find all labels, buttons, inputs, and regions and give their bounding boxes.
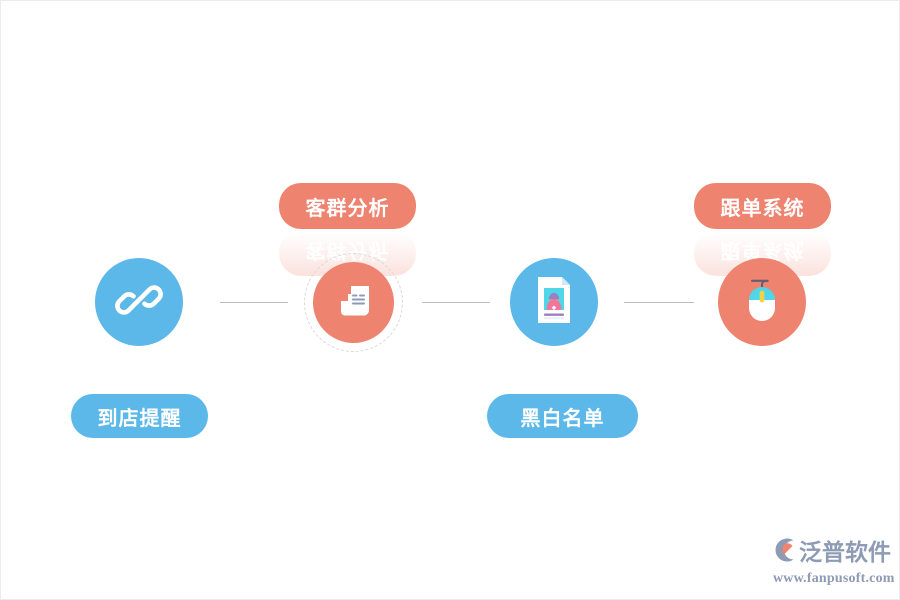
- watermark-brand-row: 泛普软件: [773, 537, 891, 568]
- badge-daodian-tixing[interactable]: 到店提醒: [71, 394, 208, 438]
- connector-line-2: [422, 302, 490, 303]
- watermark-url: www.fanpusoft.com: [773, 571, 895, 586]
- connector-line-1: [220, 302, 288, 303]
- scroll-document-icon: [331, 277, 377, 328]
- badge-gendan-xitong[interactable]: 跟单系统: [694, 183, 831, 229]
- badge-heibai-mingdan[interactable]: 黑白名单: [487, 394, 638, 438]
- watermark: 泛普软件 www.fanpusoft.com: [773, 537, 895, 593]
- computer-mouse-icon: [738, 275, 786, 330]
- id-card-icon: [531, 274, 577, 331]
- node-kequn-fenxi[interactable]: [313, 262, 394, 343]
- node-scroll-dashed-ring: [304, 253, 403, 352]
- chain-link-icon: [115, 276, 163, 329]
- watermark-brand-text: 泛普软件: [799, 539, 891, 565]
- fanpu-c-logo-icon: [773, 537, 799, 568]
- node-heibai-mingdan[interactable]: [510, 258, 598, 346]
- node-daodian-tixing[interactable]: [95, 258, 183, 346]
- badge-kequn-fenxi[interactable]: 客群分析: [279, 183, 416, 229]
- node-gendan-xitong[interactable]: [718, 258, 806, 346]
- connector-line-3: [624, 302, 694, 303]
